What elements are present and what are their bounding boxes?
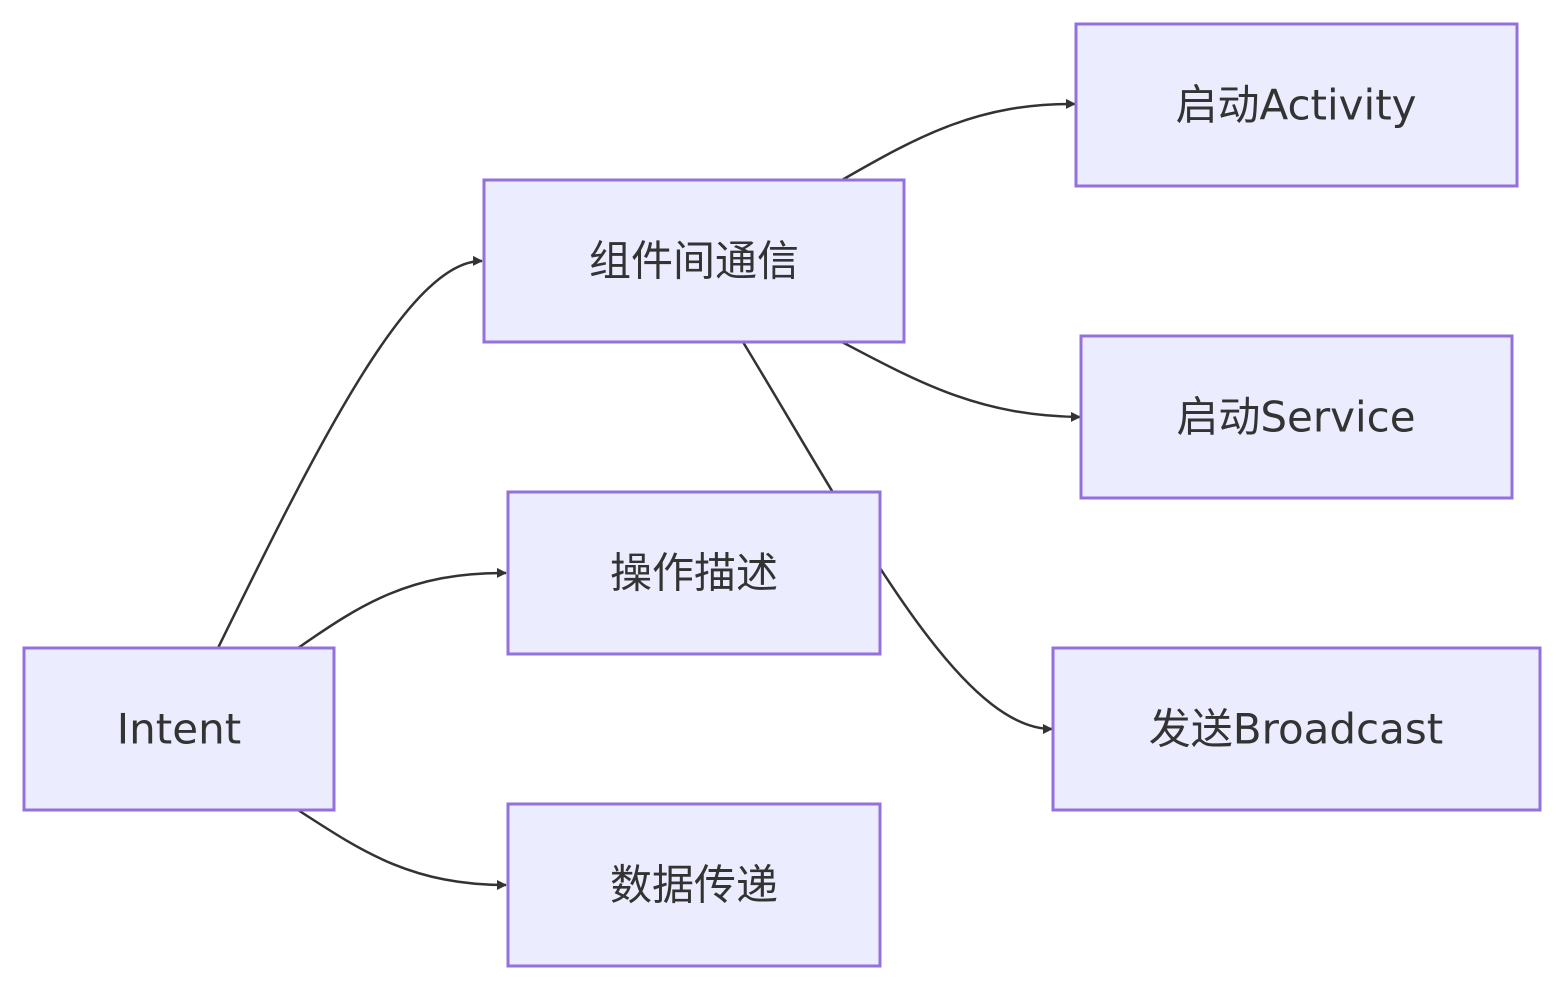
node-start-service[interactable]: 启动Service bbox=[1079, 334, 1514, 500]
node-data-transfer-label: 数据传递 bbox=[610, 861, 778, 910]
node-start-service-label: 启动Service bbox=[1176, 393, 1415, 442]
node-action-desc[interactable]: 操作描述 bbox=[506, 490, 882, 656]
node-send-broadcast-label: 发送Broadcast bbox=[1149, 705, 1443, 754]
node-data-transfer[interactable]: 数据传递 bbox=[506, 802, 882, 968]
node-send-broadcast[interactable]: 发送Broadcast bbox=[1051, 646, 1542, 812]
edge-intent-to-action-desc bbox=[297, 567, 507, 650]
node-component-comm[interactable]: 组件间通信 bbox=[482, 178, 906, 344]
node-intent-label: Intent bbox=[117, 705, 241, 754]
node-start-activity-label: 启动Activity bbox=[1175, 81, 1416, 130]
edge-component-comm-to-send-broadcast bbox=[741, 341, 1053, 734]
node-start-activity[interactable]: 启动Activity bbox=[1074, 22, 1519, 188]
edge-component-comm-to-start-activity bbox=[841, 98, 1076, 182]
edges bbox=[216, 98, 1081, 890]
node-intent[interactable]: Intent bbox=[22, 646, 336, 812]
edge-intent-to-component-comm bbox=[216, 255, 483, 649]
node-component-comm-label: 组件间通信 bbox=[589, 237, 799, 286]
node-action-desc-label: 操作描述 bbox=[610, 549, 778, 598]
edge-intent-to-data-transfer bbox=[297, 808, 507, 890]
edge-component-comm-to-start-service bbox=[841, 340, 1081, 422]
